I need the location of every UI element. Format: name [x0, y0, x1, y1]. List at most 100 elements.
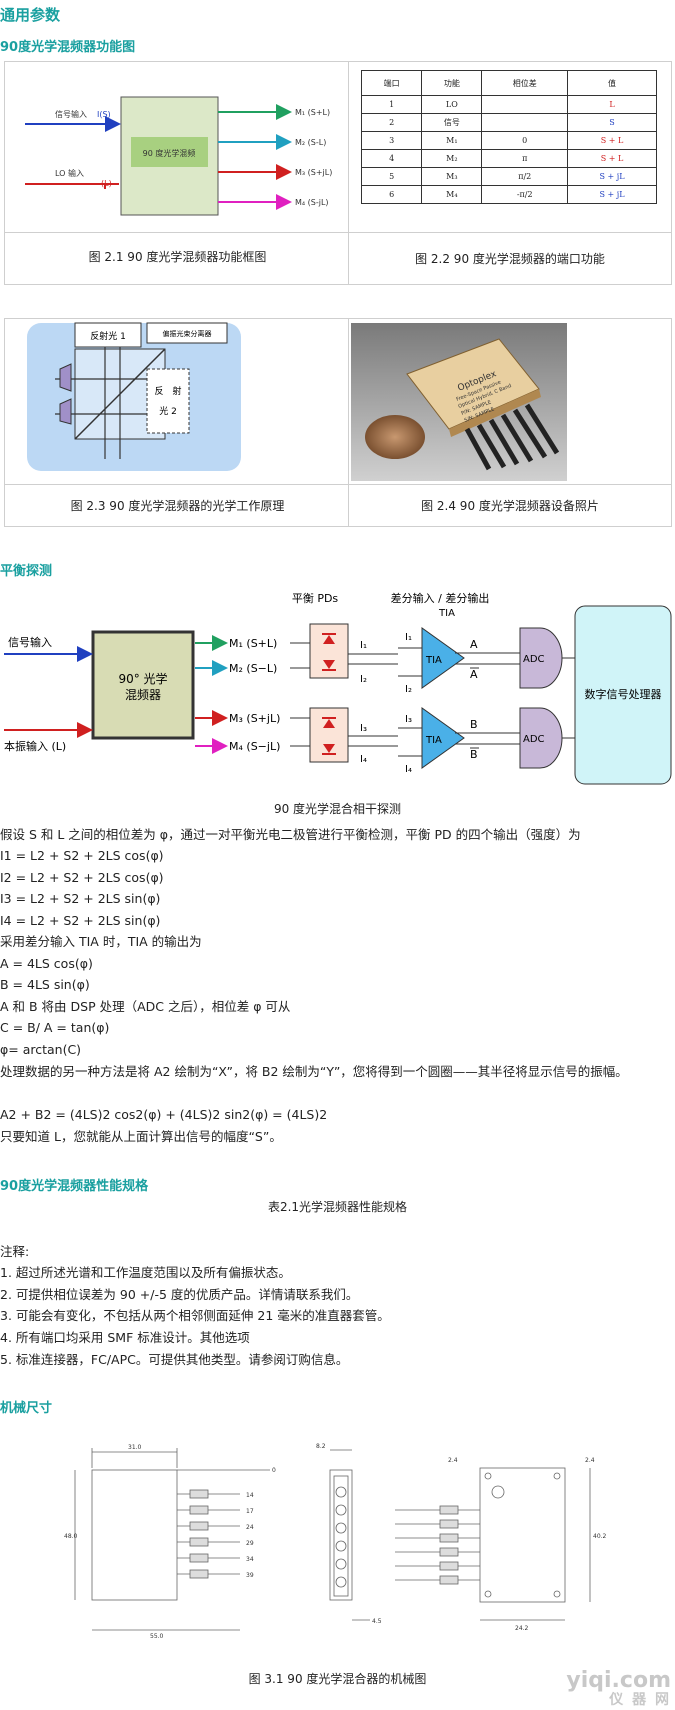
body-line: A = 4LS cos(φ) [0, 956, 93, 971]
body-line: A2 + B2 = (4LS)2 cos2(φ) + (4LS)2 sin2(φ… [0, 1107, 328, 1122]
dim-length: 55.0 [150, 1633, 164, 1640]
dim-margin-right: 2.4 [585, 1457, 595, 1464]
dim-pitch-width: 24.2 [515, 1625, 529, 1632]
section-title-balanced: 平衡探测 [0, 564, 53, 579]
table-cell: M₂ [421, 149, 483, 168]
figure-2-1: 90 度光学混频 信号输入 I(S) LO 输入 (L) M₁ (S+L) M₂… [4, 61, 351, 285]
body-line: 假设 S 和 L 之间的相位差为 φ，通过一对平衡光电二极管进行平衡检测，平衡 … [0, 827, 581, 842]
table-cell: L [567, 95, 657, 114]
watermark-line1: yiqi.com [566, 1668, 671, 1693]
body-paragraph: 处理数据的另一种方法是将 A2 绘制为“X”，将 B2 绘制为“Y”，您将得到一… [0, 1064, 628, 1079]
optical-principle-diagram: 反射光 1 偏振光束分离器 反 射 光 2 [27, 322, 241, 471]
reflected-light-2-label-a: 反 射 [154, 385, 181, 397]
output-b-bar: B [470, 748, 478, 761]
table-cell: π/2 [481, 167, 569, 186]
adc-label-1: ADC [523, 654, 545, 665]
current-i1: I₁ [360, 640, 367, 651]
table-cell: 2 [360, 113, 423, 132]
table-header: 端口 [360, 70, 423, 96]
diff-io-title: 差分输入 / 差分输出 [391, 591, 490, 605]
table-cell [481, 113, 569, 132]
section-title-general: 通用参数 [0, 6, 61, 24]
table-cell: -π/2 [481, 185, 569, 204]
balanced-output-m2: M₂ (S−L) [229, 662, 277, 675]
tia-in-i4: I₄ [405, 764, 412, 775]
section-title-mech: 机械尺寸 [0, 1401, 53, 1416]
table-cell: 1 [360, 95, 423, 114]
pin-label: 17 [246, 1508, 254, 1515]
body-line: 采用差分输入 TIA 时，TIA 的输出为 [0, 934, 202, 949]
table-header: 相位差 [481, 70, 569, 96]
dim-pitch-height: 40.2 [593, 1533, 607, 1540]
beam-splitter-label: 偏振光束分离器 [163, 329, 212, 338]
dim-margin-left: 2.4 [448, 1457, 458, 1464]
current-i3: I₃ [360, 723, 367, 734]
tia-in-i1: I₁ [405, 632, 412, 643]
table-cell: S + jL [567, 185, 657, 204]
dim-width: 31.0 [128, 1444, 142, 1451]
balanced-signal-input: 信号输入 [8, 635, 52, 649]
adc-label-2: ADC [523, 734, 545, 745]
spec-table-title: 表2.1光学混频器性能规格 [267, 1200, 408, 1214]
table-cell: 3 [360, 131, 423, 150]
note-item: 1. 超过所述光谱和工作温度范围以及所有偏振状态。 [0, 1265, 291, 1280]
note-item: 5. 标准连接器，FC/APC。可提供其他类型。请参阅订购信息。 [0, 1352, 349, 1367]
section-title-spec: 90度光学混频器性能规格 [0, 1179, 149, 1194]
table-cell: S + jL [567, 167, 657, 186]
function-block-diagram: 90 度光学混频 信号输入 I(S) LO 输入 (L) M₁ (S+L) M₂… [25, 96, 332, 216]
body-line: A 和 B 将由 DSP 处理（ADC 之后），相位差 φ 可从 [0, 999, 291, 1014]
note-item: 2. 可提供相位误差为 90 +/-5 度的优质产品。详情请联系我们。 [0, 1287, 359, 1302]
output-m3: M₃ (S+jL) [295, 168, 332, 177]
output-b: B [470, 718, 478, 731]
output-a-bar: A [470, 668, 478, 681]
tia-in-i2: I₂ [405, 684, 412, 695]
figure-2-1-caption: 图 2.1 90 度光学混频器功能框图 [88, 250, 267, 264]
body-line: I2 = L2 + S2 + 2LS cos(φ) [0, 870, 164, 885]
lo-symbol: (L) [101, 179, 112, 188]
table-cell: 信号 [421, 113, 483, 132]
body-line: I1 = L2 + S2 + 2LS cos(φ) [0, 848, 164, 863]
dim-zero: 0 [272, 1467, 276, 1474]
dim-offset: 4.5 [372, 1618, 382, 1625]
balanced-caption: 90 度光学混合相干探测 [273, 802, 402, 816]
output-a: A [470, 638, 478, 651]
body-line: B = 4LS sin(φ) [0, 977, 90, 992]
table-cell: LO [421, 95, 483, 114]
tia-in-i3: I₃ [405, 714, 412, 725]
table-cell: M₃ [421, 167, 483, 186]
figure-2-4-caption: 图 2.4 90 度光学混频器设备照片 [421, 499, 599, 513]
table-header: 功能 [421, 70, 483, 96]
balanced-output-m1: M₁ (S+L) [229, 637, 277, 650]
tia-label-2: TIA [425, 735, 442, 746]
body-line: I3 = L2 + S2 + 2LS sin(φ) [0, 891, 161, 906]
signal-symbol: I(S) [97, 110, 111, 119]
pin-label: 24 [246, 1524, 254, 1531]
pin-label: 14 [246, 1492, 254, 1499]
balanced-detection-diagram: 90° 光学 混频器 信号输入 本振输入 (L) M₁ (S+L) M₂ (S−… [4, 591, 672, 785]
note-item: 3. 可能会有变化，不包括从两个相邻侧面延伸 21 毫米的准直器套管。 [0, 1308, 390, 1323]
figure-2-2-caption: 图 2.2 90 度光学混频器的端口功能 [415, 252, 605, 266]
watermark: yiqi.com 仪 器 网 [566, 1668, 671, 1709]
table-cell: 4 [360, 149, 423, 168]
table-cell: π [481, 149, 569, 168]
balanced-output-m3: M₃ (S+jL) [229, 712, 280, 725]
pin-label: 39 [246, 1572, 254, 1579]
tia-label-1: TIA [425, 655, 442, 666]
pin-label: 34 [246, 1556, 254, 1563]
output-m1: M₁ (S+L) [295, 108, 330, 117]
mixer-block-label: 90 度光学混频 [143, 148, 196, 158]
mixer-label-line1: 90° 光学 [118, 671, 167, 686]
table-cell: 0 [481, 131, 569, 150]
body-line: 只要知道 L，您就能从上面计算出信号的幅度“S”。 [0, 1129, 282, 1144]
body-line: I4 = L2 + S2 + 2LS sin(φ) [0, 913, 161, 928]
device-photo: Optoplex Free-Space Passive Optical Hybr… [351, 323, 567, 481]
dim-height: 48.0 [64, 1533, 78, 1540]
current-i4: I₄ [360, 754, 367, 765]
table-cell: S + L [567, 131, 657, 150]
